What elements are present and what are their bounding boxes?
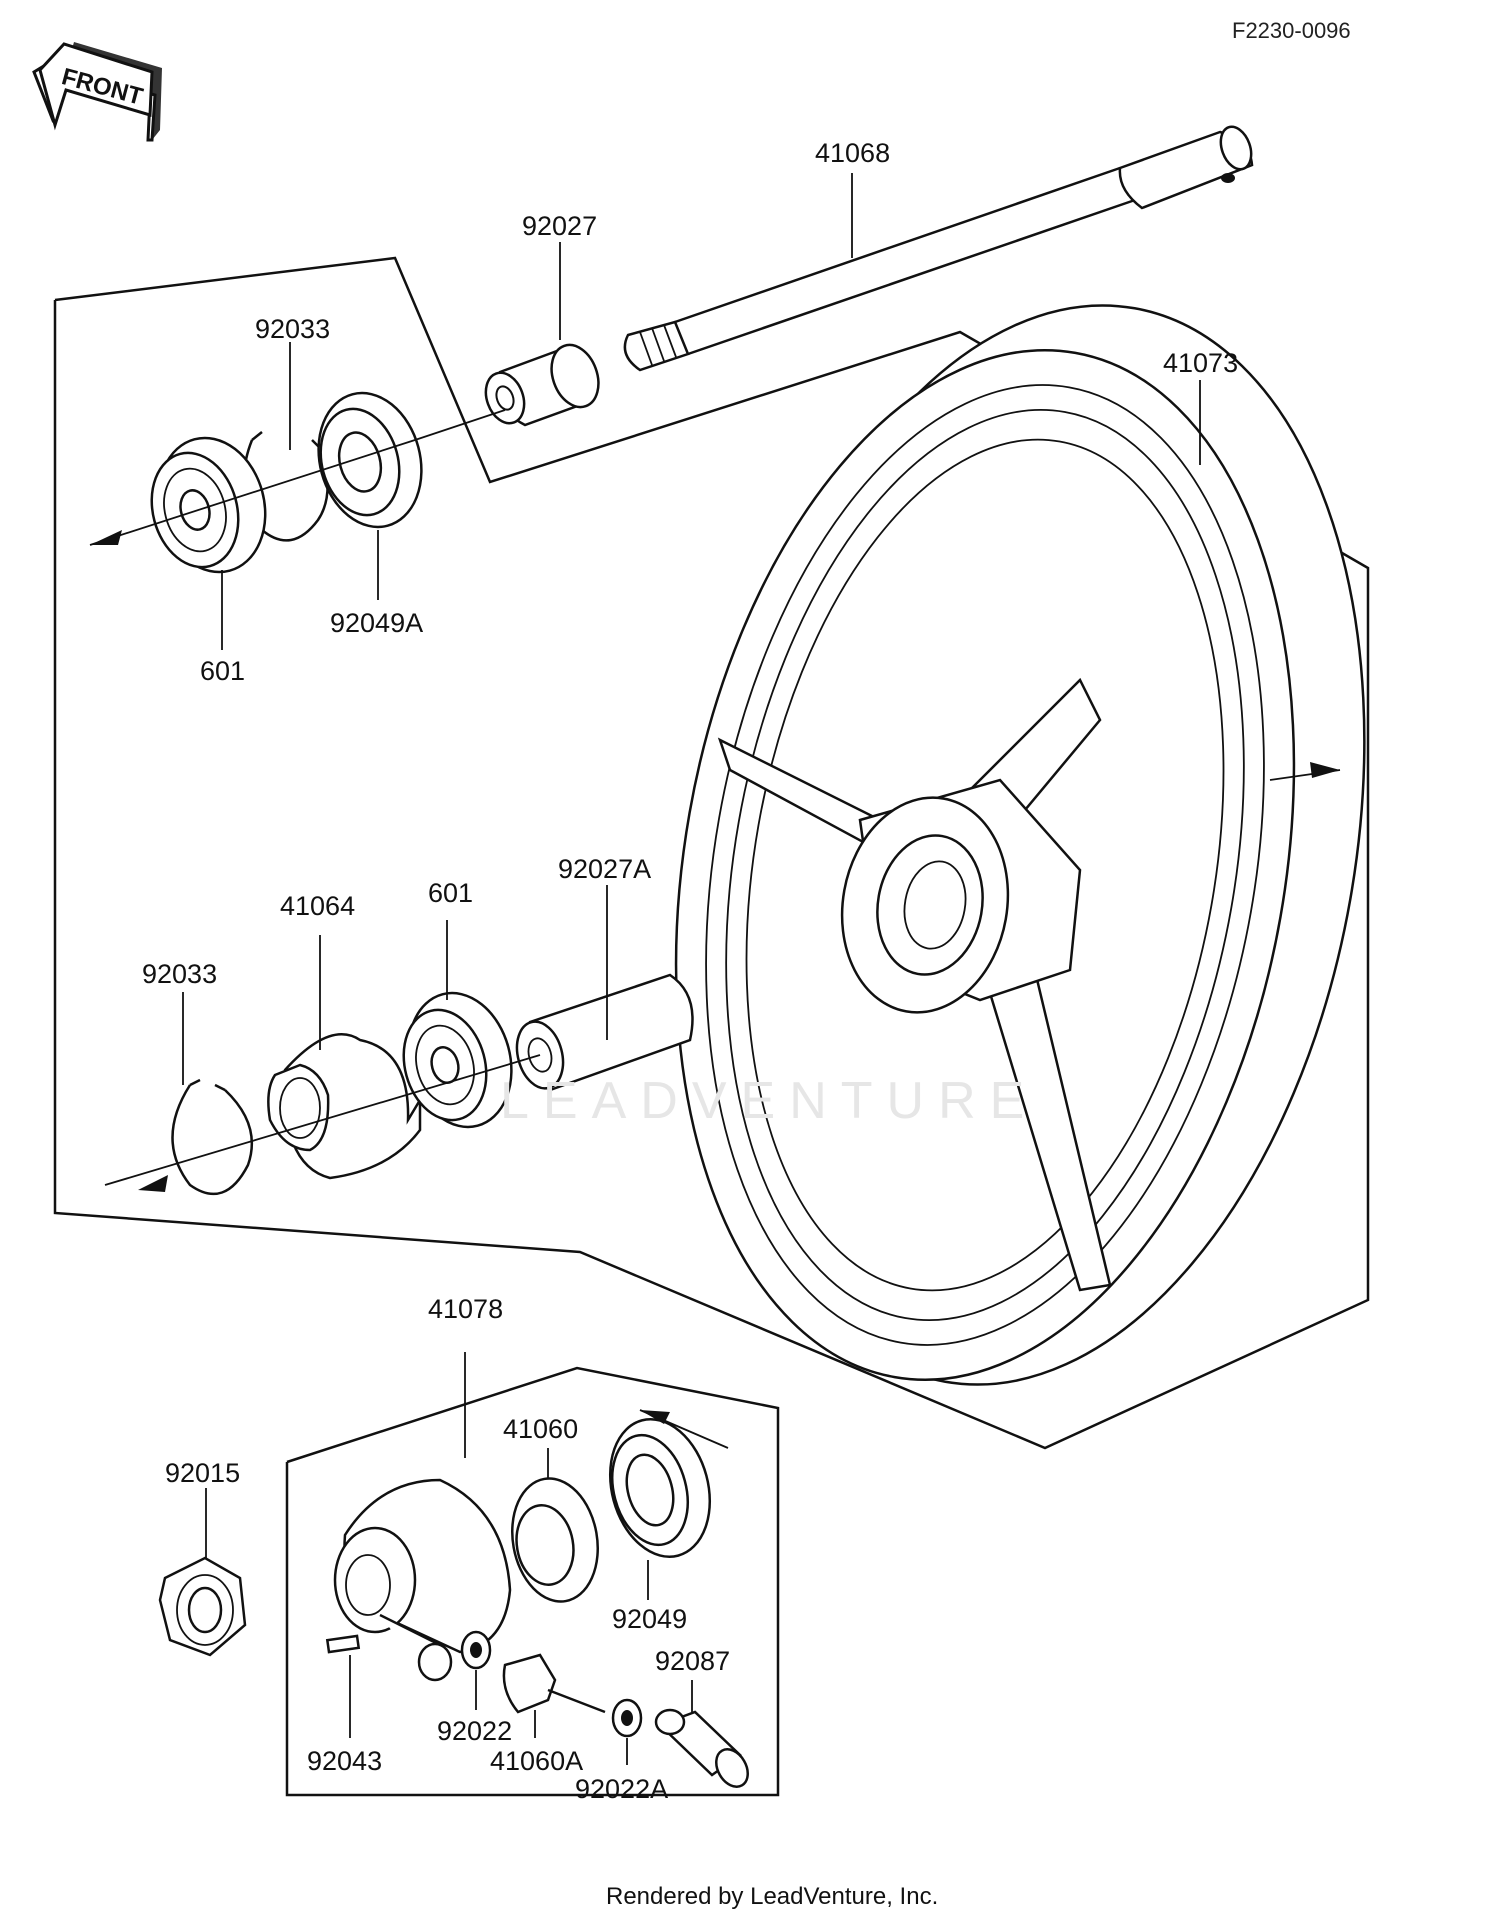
watermark: LEADVENTURE <box>500 1072 1038 1130</box>
label-41078: 41078 <box>428 1294 503 1324</box>
pinion-41060A <box>502 1653 606 1714</box>
label-41068: 41068 <box>815 138 890 168</box>
callout-lines <box>182 173 1201 1765</box>
label-92033-mid: 92033 <box>142 959 217 989</box>
axle-41068 <box>623 125 1254 372</box>
bushing-92087 <box>654 1708 749 1788</box>
label-92043: 92043 <box>307 1746 382 1776</box>
reference-code: F2230-0096 <box>1232 18 1351 43</box>
footer-credit: Rendered by LeadVenture, Inc. <box>606 1883 938 1910</box>
front-arrow-icon: FRONT <box>32 42 162 142</box>
main-group-outline <box>53 256 1370 1450</box>
label-41073: 41073 <box>1163 348 1238 378</box>
axle-nut-92015 <box>158 1556 247 1657</box>
label-92015: 92015 <box>165 1458 240 1488</box>
label-92022A: 92022A <box>575 1774 668 1804</box>
label-92087: 92087 <box>655 1646 730 1676</box>
washer-92022A <box>611 1698 643 1738</box>
label-41064: 41064 <box>280 891 355 921</box>
label-601-mid: 601 <box>428 878 473 908</box>
retainer-41064 <box>267 1033 422 1180</box>
label-92022: 92022 <box>437 1716 512 1746</box>
gear-housing-41078 <box>333 1478 512 1682</box>
bearing-601-top <box>150 436 267 574</box>
label-92033-top: 92033 <box>255 314 330 344</box>
label-41060A: 41060A <box>490 1746 583 1776</box>
oil-seal-92049A <box>317 391 423 529</box>
label-92049A: 92049A <box>330 608 423 638</box>
label-92027A: 92027A <box>558 854 651 884</box>
oil-seal-92049 <box>608 1418 712 1558</box>
bearing-601-mid <box>402 991 513 1129</box>
key-92043 <box>325 1634 361 1654</box>
gear-41060 <box>511 1477 599 1603</box>
circlip-92033-mid <box>171 1078 254 1196</box>
label-601-top: 601 <box>200 656 245 686</box>
hub-group-outline <box>285 1366 780 1797</box>
washer-92022 <box>460 1630 492 1670</box>
label-92049: 92049 <box>612 1604 687 1634</box>
wheel-41073 <box>674 304 1366 1386</box>
label-41060: 41060 <box>503 1414 578 1444</box>
collar-92027 <box>484 343 600 427</box>
label-92027: 92027 <box>522 211 597 241</box>
